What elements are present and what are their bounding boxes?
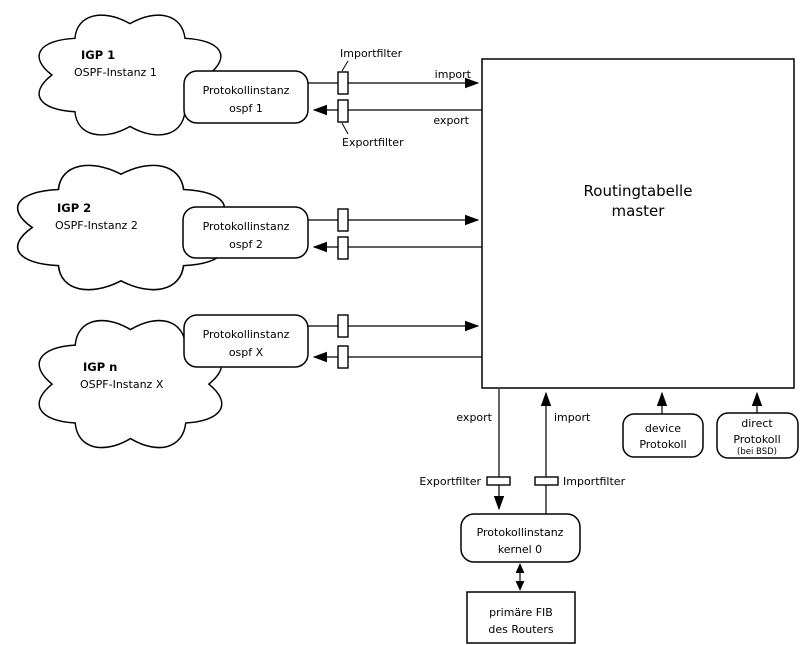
exportfilter-kernel bbox=[486, 476, 511, 486]
fib-box-line1: primäre FIB bbox=[489, 606, 553, 619]
fib-box: primäre FIB des Routers bbox=[466, 591, 576, 644]
direct-protocol-box: direct Protokoll (bei BSD) bbox=[716, 412, 799, 459]
protocol-box-ospf-2-line1: Protokollinstanz bbox=[203, 220, 290, 233]
import-label-bottom: import bbox=[554, 411, 591, 424]
protocol-box-ospf-x-line2: ospf X bbox=[229, 346, 264, 359]
protocol-box-ospf-1-line1: Protokollinstanz bbox=[203, 84, 290, 97]
export-label-bottom: export bbox=[456, 411, 492, 424]
importfilter-ospf2 bbox=[337, 208, 349, 232]
importfilter-tick-ospf1 bbox=[341, 60, 349, 72]
protocol-box-ospf-1-line2: ospf 1 bbox=[229, 102, 263, 115]
routing-table-line2: master bbox=[612, 202, 666, 220]
cloud-igp-1-title: IGP 1 bbox=[81, 48, 115, 62]
exportfilter-ospf1 bbox=[337, 99, 349, 123]
device-protocol-line1: device bbox=[645, 422, 681, 435]
kernel-box-line1: Protokollinstanz bbox=[477, 526, 564, 539]
cloud-igp-n-subtitle: OSPF-Instanz X bbox=[80, 378, 164, 391]
direct-protocol-note: (bei BSD) bbox=[737, 447, 777, 457]
importfilter-ospfx bbox=[337, 314, 349, 338]
importfilter-label-top: Importfilter bbox=[340, 47, 403, 60]
cloud-igp-1-subtitle: OSPF-Instanz 1 bbox=[74, 66, 157, 79]
device-protocol-box: device Protokoll bbox=[622, 413, 704, 458]
exportfilter-ospf2 bbox=[337, 236, 349, 260]
kernel-fib-arrow bbox=[515, 563, 525, 591]
cloud-igp-n-title: IGP n bbox=[83, 360, 117, 374]
routing-table-line1: Routingtabelle bbox=[584, 182, 693, 200]
importfilter-kernel bbox=[534, 476, 559, 486]
protocol-box-ospf-x: Protokollinstanz ospf X bbox=[183, 314, 309, 368]
exportfilter-tick-ospf1 bbox=[341, 122, 349, 135]
direct-protocol-line1: direct bbox=[741, 417, 773, 430]
cloud-igp-2-subtitle: OSPF-Instanz 2 bbox=[55, 219, 138, 232]
import-label-top: import bbox=[435, 68, 472, 81]
exportfilter-label-bottom: Exportfilter bbox=[419, 475, 481, 488]
importfilter-ospf1 bbox=[337, 71, 349, 95]
exportfilter-ospfx bbox=[337, 345, 349, 369]
routing-table-box: Routingtabelle master bbox=[481, 58, 795, 389]
export-label-top: export bbox=[433, 114, 469, 127]
kernel-box-line2: kernel 0 bbox=[498, 543, 542, 556]
kernel-box: Protokollinstanz kernel 0 bbox=[460, 513, 581, 563]
protocol-box-ospf-x-line1: Protokollinstanz bbox=[203, 328, 290, 341]
protocol-box-ospf-2-line2: ospf 2 bbox=[229, 238, 263, 251]
fib-box-line2: des Routers bbox=[488, 623, 553, 636]
protocol-box-ospf-2: Protokollinstanz ospf 2 bbox=[182, 206, 309, 259]
protocol-box-ospf-1: Protokollinstanz ospf 1 bbox=[183, 70, 309, 124]
device-protocol-line2: Protokoll bbox=[639, 438, 686, 451]
importfilter-label-bottom: Importfilter bbox=[563, 475, 626, 488]
direct-protocol-line2: Protokoll bbox=[733, 433, 780, 446]
exportfilter-label-top: Exportfilter bbox=[342, 136, 404, 149]
cloud-igp-2-title: IGP 2 bbox=[57, 201, 91, 215]
